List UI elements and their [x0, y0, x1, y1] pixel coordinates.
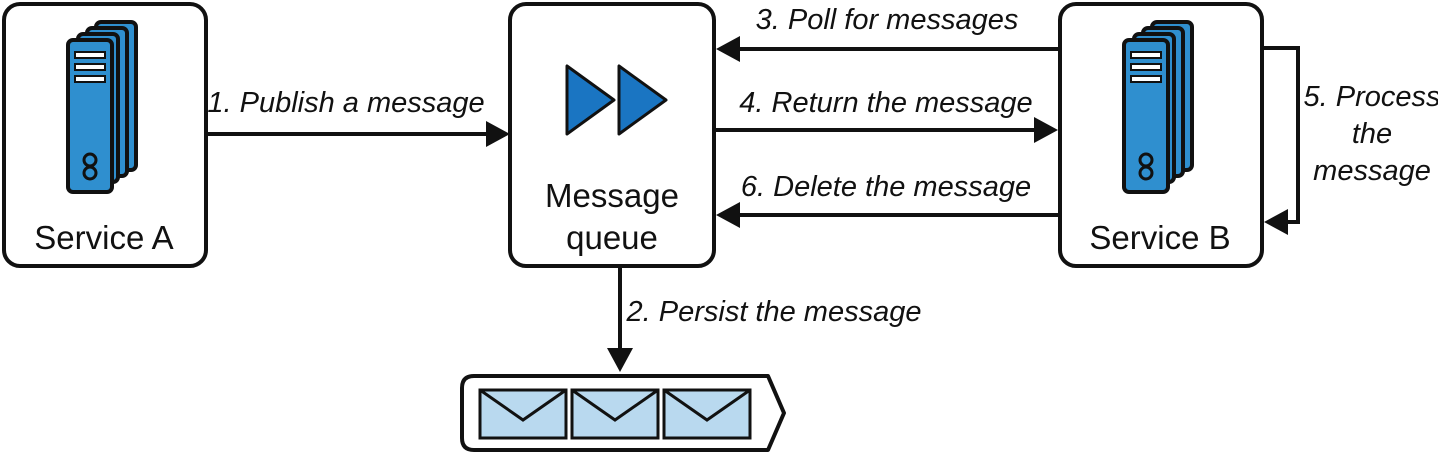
process-label-line3: message: [1313, 155, 1431, 187]
publish-arrow: [206, 121, 510, 147]
publish-label: 1. Publish a message: [207, 87, 484, 119]
persist-arrow: [607, 266, 633, 372]
server-stack-icon: [66, 20, 138, 194]
message-queue-label-line1: Message: [545, 177, 679, 214]
delete-arrow: [716, 202, 1060, 228]
service-b-node: Service B: [1058, 2, 1264, 268]
message-queue-label-line2: queue: [566, 219, 658, 256]
server-stack-icon: [1122, 20, 1194, 194]
service-a-label: Service A: [34, 219, 173, 256]
process-label-line1: 5. Process: [1304, 81, 1438, 113]
poll-label: 3. Poll for messages: [756, 4, 1019, 36]
service-a-node: Service A: [2, 2, 208, 268]
message-queue-node: Message queue: [508, 2, 716, 268]
process-loop-arrow: [1262, 46, 1300, 235]
envelope-icon: [570, 388, 660, 440]
process-label-line2: the: [1352, 118, 1392, 150]
delete-label: 6. Delete the message: [741, 171, 1031, 203]
poll-arrow: [716, 36, 1060, 62]
service-b-label: Service B: [1089, 219, 1230, 256]
persist-label: 2. Persist the message: [626, 296, 922, 328]
fast-forward-icon: [565, 64, 668, 136]
message-storage: [460, 374, 786, 452]
envelope-icon: [478, 388, 568, 440]
envelope-icon: [662, 388, 752, 440]
return-arrow: [714, 117, 1058, 143]
return-label: 4. Return the message: [739, 87, 1032, 119]
